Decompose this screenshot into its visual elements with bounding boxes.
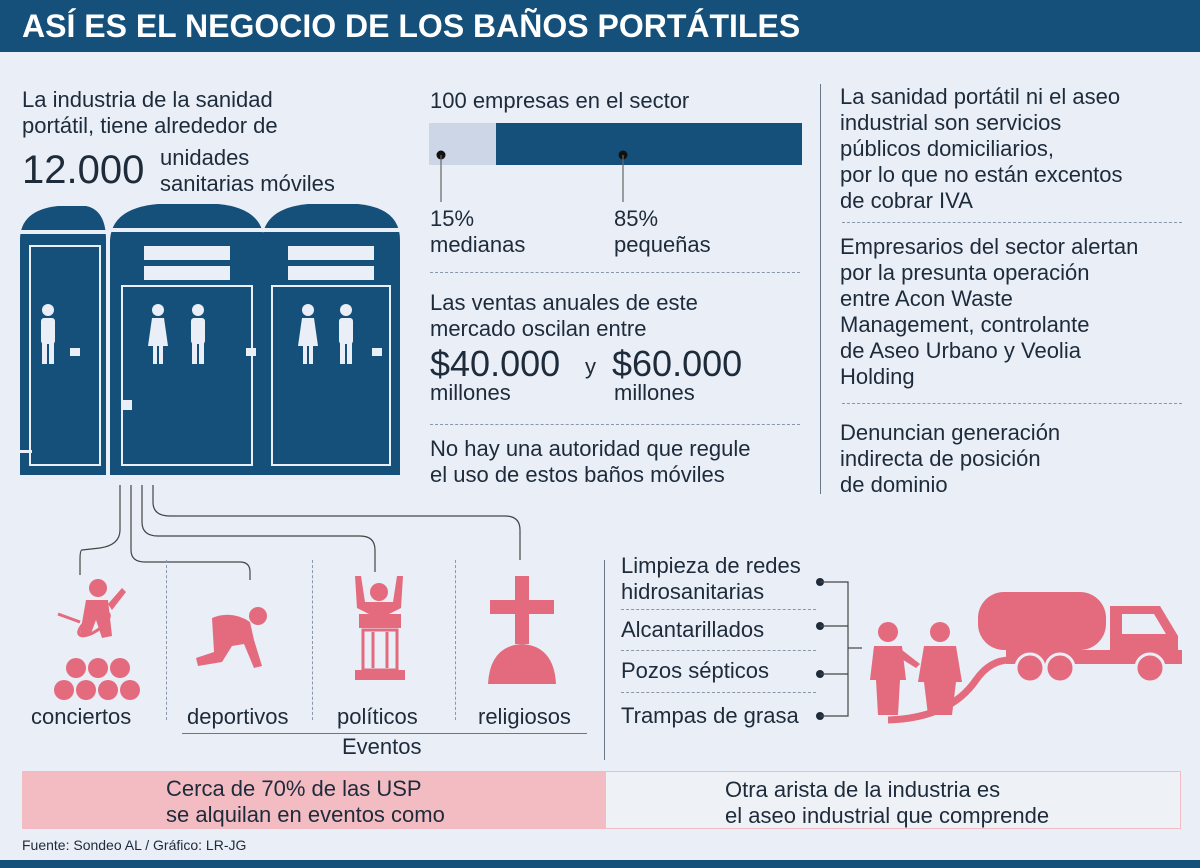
authority-line: el uso de estos baños móviles (430, 462, 725, 487)
segment-label: pequeñas (614, 232, 711, 257)
units-number: 12.000 (22, 148, 145, 192)
event-label-religiosos: religiosos (478, 704, 571, 729)
divider (842, 403, 1182, 404)
fact-line: entre Acon Waste (840, 286, 1013, 311)
sales-text-line: mercado oscilan entre (430, 316, 647, 341)
event-label-politicos: políticos (337, 704, 418, 729)
box-line: Otra arista de la industria es (725, 777, 1001, 802)
fact-line: Denuncian generación (840, 420, 1061, 445)
toilet-unit (20, 206, 106, 475)
runner-icon (196, 607, 267, 668)
fact-line: Holding (840, 364, 915, 389)
divider (621, 692, 816, 693)
sales-max-unit: millones (614, 380, 695, 405)
services-vertical-line (604, 560, 605, 760)
divider (430, 272, 800, 273)
title-bar (0, 0, 1200, 52)
units-intro: La industria de la sanidad portátil, tie… (22, 87, 278, 139)
fact-line: por lo que no están excentos (840, 162, 1123, 187)
authority-line: No hay una autoridad que regule (430, 436, 751, 461)
industrial-cleaning-box: Otra arista de la industria es el aseo i… (605, 771, 1181, 829)
bottom-bar (0, 860, 1200, 868)
industrial-cleaning-text: Otra arista de la industria es el aseo i… (725, 777, 1049, 829)
events-underline (182, 733, 587, 734)
fact-2: Empresarios del sector alertan por la pr… (840, 234, 1138, 390)
sales-max: $60.000 (612, 343, 743, 384)
service-item-limpieza: Limpieza de redes hidrosanitarias (621, 553, 801, 605)
segment-label: medianas (430, 232, 526, 257)
sales-connector: y (585, 354, 596, 379)
cross-icon (488, 576, 556, 684)
sales-text-line: Las ventas anuales de este (430, 290, 698, 315)
facts-vertical-line (820, 84, 821, 494)
fact-line: de dominio (840, 472, 948, 497)
box-line: el aseo industrial que comprende (725, 803, 1050, 828)
fact-line: de cobrar IVA (840, 188, 973, 213)
services-bracket (816, 578, 862, 720)
event-connectors (79, 485, 521, 580)
event-separator (455, 560, 456, 720)
fact-line: de Aseo Urbano y Veolia (840, 338, 1081, 363)
units-intro-line: La industria de la sanidad (22, 87, 273, 112)
segment-label-pequenas: 85% pequeñas (614, 206, 711, 258)
fact-line: Management, controlante (840, 312, 1090, 337)
service-item-pozos: Pozos sépticos (621, 658, 769, 683)
toilet-unit (110, 204, 264, 475)
divider (842, 222, 1182, 223)
page-title: ASÍ ES EL NEGOCIO DE LOS BAÑOS PORTÁTILE… (22, 8, 801, 44)
sales-min: $40.000 (430, 343, 561, 384)
vacuum-truck-icon (887, 592, 1182, 724)
workers-icon (870, 622, 962, 715)
service-line: hidrosanitarias (621, 579, 765, 604)
events-share-box: Cerca de 70% de las USP se alquilan en e… (22, 771, 607, 829)
event-label-conciertos: conciertos (31, 704, 132, 729)
portable-toilets-illustration (20, 204, 400, 475)
segment-pct: 15% (430, 206, 475, 231)
fact-line: industrial son servicios (840, 110, 1062, 135)
fact-line: Empresarios del sector alertan (840, 234, 1139, 259)
companies-bar (429, 123, 802, 165)
divider (621, 650, 816, 651)
authority-text: No hay una autoridad que regule el uso d… (430, 436, 750, 488)
units-label-line: sanitarias móviles (160, 171, 335, 196)
segment-pct: 85% (614, 206, 659, 231)
units-label: unidades sanitarias móviles (160, 145, 335, 197)
segment-label-medianas: 15% medianas (430, 206, 525, 258)
sales-min-unit: millones (430, 380, 511, 405)
events-share-text: Cerca de 70% de las USP se alquilan en e… (166, 776, 445, 828)
source-credit: Fuente: Sondeo AL / Gráfico: LR-JG (22, 837, 247, 853)
toilet-unit (262, 204, 400, 475)
companies-markers (436, 150, 628, 202)
fact-line: por la presunta operación (840, 260, 1090, 285)
industrial-cleaning-illustration (816, 578, 1182, 724)
podium-speaker-icon (355, 576, 405, 680)
fact-line: La sanidad portátil ni el aseo (840, 84, 1121, 109)
box-line: se alquilan en eventos como (166, 802, 445, 827)
event-label-deportivos: deportivos (187, 704, 289, 729)
units-label-line: unidades (160, 145, 250, 170)
fact-line: públicos domiciliarios, (840, 136, 1054, 161)
divider (621, 609, 816, 610)
fact-1: La sanidad portátil ni el aseo industria… (840, 84, 1123, 214)
guitarist-icon (54, 579, 140, 700)
event-separator (312, 560, 313, 720)
fact-3: Denuncian generación indirecta de posici… (840, 420, 1060, 498)
divider (430, 424, 800, 425)
service-item-alcantarillados: Alcantarillados (621, 617, 765, 642)
sales-text: Las ventas anuales de este mercado oscil… (430, 290, 698, 342)
events-title: Eventos (342, 734, 422, 759)
event-separator (166, 560, 167, 720)
companies-title: 100 empresas en el sector (430, 88, 690, 113)
fact-line: indirecta de posición (840, 446, 1041, 471)
box-line: Cerca de 70% de las USP (166, 776, 422, 801)
service-line: Limpieza de redes (621, 553, 801, 578)
service-item-trampas: Trampas de grasa (621, 703, 799, 728)
company-bar-segment (496, 123, 802, 165)
units-intro-line: portátil, tiene alrededor de (22, 113, 278, 138)
